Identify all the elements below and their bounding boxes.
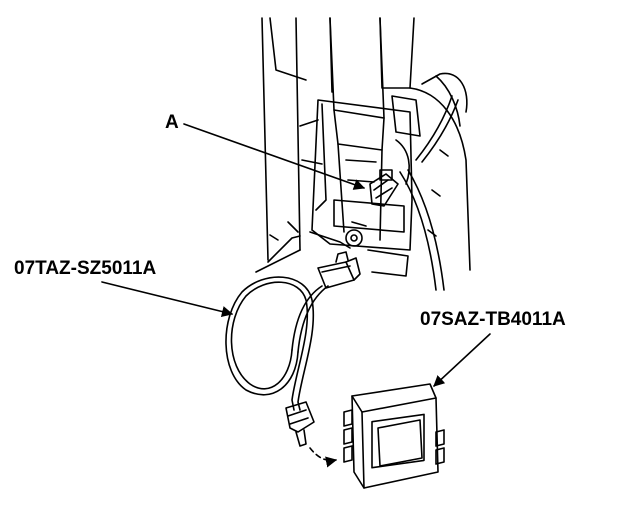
pillar-body (255, 17, 471, 273)
connection-arrow (309, 447, 338, 468)
leader-a (183, 123, 366, 190)
cable-connector (317, 251, 361, 289)
callout-tester-part-number: 07SAZ-TB4011A (420, 309, 566, 330)
callout-cable-part-number: 07TAZ-SZ5011A (14, 258, 157, 279)
leader-tester (433, 333, 491, 387)
seatbelt-webbing (329, 17, 385, 151)
leader-cable (101, 281, 234, 318)
callout-a: A (165, 112, 179, 133)
test-cable (225, 276, 329, 411)
leader-arrows (101, 123, 491, 387)
seatbelt-retractor (299, 95, 421, 277)
tester-box (343, 383, 445, 489)
vehicle-harness (399, 95, 459, 291)
cable-end-plug (285, 401, 315, 447)
connector-a (369, 169, 399, 207)
